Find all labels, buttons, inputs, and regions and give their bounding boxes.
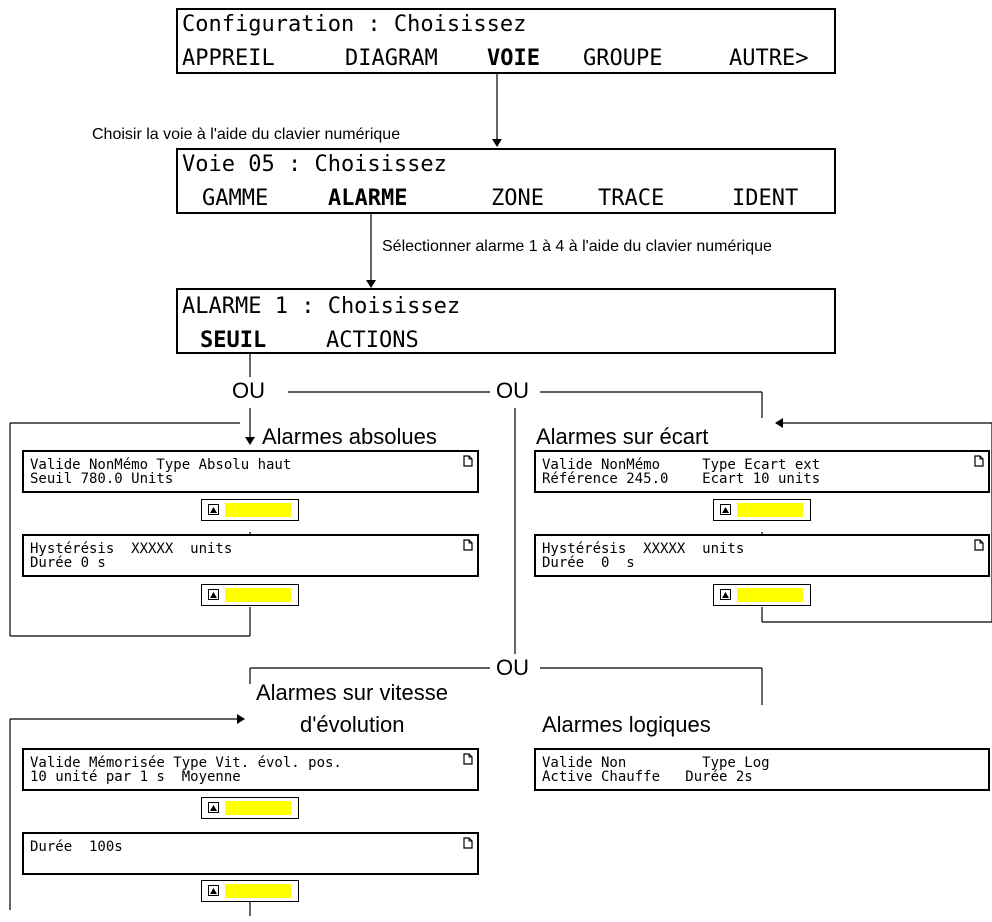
absolute-alarms-heading: Alarmes absolues xyxy=(262,424,437,449)
page-icon xyxy=(463,539,473,551)
menu-item-seuil[interactable]: SEUIL xyxy=(200,328,267,353)
up-arrow-page-icon xyxy=(208,589,219,600)
confirm-key[interactable] xyxy=(201,499,299,521)
rate-alarms-heading-line1: Alarmes sur vitesse xyxy=(256,680,448,705)
deviation-hyst-line: Hystérésis XXXXX units xyxy=(542,541,745,557)
key-highlight xyxy=(225,801,291,815)
up-arrow-page-icon xyxy=(720,504,731,515)
rate-line-2: 10 unité par 1 s Moyenne xyxy=(30,769,241,785)
absolute-duree-line: Durée 0 s xyxy=(30,555,106,571)
page-icon xyxy=(463,837,473,849)
voie-title: Voie 05 : Choisissez xyxy=(182,152,447,177)
alarm-title: ALARME 1 : Choisissez xyxy=(182,294,461,319)
confirm-key[interactable] xyxy=(713,499,811,521)
menu-item-voie[interactable]: VOIE xyxy=(487,46,540,71)
page-icon xyxy=(463,753,473,765)
confirm-key[interactable] xyxy=(201,584,299,606)
logic-screen-1: Valide Non Type Log Active Chauffe Durée… xyxy=(534,748,990,791)
confirm-key[interactable] xyxy=(713,584,811,606)
menu-item-gamme[interactable]: GAMME xyxy=(202,186,269,211)
deviation-line-1: Valide NonMémo Type Ecart ext xyxy=(542,457,821,473)
confirm-key[interactable] xyxy=(201,797,299,819)
confirm-key[interactable] xyxy=(201,880,299,902)
page-icon xyxy=(463,455,473,467)
absolute-screen-2: Hystérésis XXXXX units Durée 0 s xyxy=(22,534,479,577)
logic-line-2: Active Chauffe Durée 2s xyxy=(542,769,753,785)
up-arrow-page-icon xyxy=(720,589,731,600)
rate-screen-1: Valide Mémorisée Type Vit. évol. pos. 10… xyxy=(22,748,479,791)
hint-channel: Choisir la voie à l'aide du clavier numé… xyxy=(92,126,401,143)
voie-screen: Voie 05 : Choisissez GAMME ALARME ZONE T… xyxy=(176,148,836,214)
menu-item-trace[interactable]: TRACE xyxy=(598,186,665,211)
menu-item-alarme[interactable]: ALARME xyxy=(328,186,408,211)
hint-alarm: Sélectionner alarme 1 à 4 à l'aide du cl… xyxy=(382,238,772,255)
rate-alarms-heading-line2: d'évolution xyxy=(300,712,405,737)
menu-item-autre[interactable]: AUTRE> xyxy=(729,46,809,71)
key-highlight xyxy=(737,503,803,517)
or-label-left: OU xyxy=(232,378,265,403)
alarm-screen: ALARME 1 : Choisissez SEUIL ACTIONS xyxy=(176,288,836,354)
deviation-line-2: Référence 245.0 Ecart 10 units xyxy=(542,471,821,487)
key-highlight xyxy=(225,884,291,898)
menu-item-zone[interactable]: ZONE xyxy=(491,186,544,211)
deviation-screen-1: Valide NonMémo Type Ecart ext Référence … xyxy=(534,450,990,493)
menu-item-groupe[interactable]: GROUPE xyxy=(583,46,663,71)
logic-line-1: Valide Non Type Log xyxy=(542,755,770,771)
up-arrow-page-icon xyxy=(208,802,219,813)
rate-screen-2: Durée 100s xyxy=(22,832,479,875)
absolute-screen-1: Valide NonMémo Type Absolu haut Seuil 78… xyxy=(22,450,479,493)
deviation-duree-line: Durée 0 s xyxy=(542,555,635,571)
page-icon xyxy=(974,539,984,551)
config-screen: Configuration : Choisissez APPREIL DIAGR… xyxy=(176,8,836,74)
menu-item-diagram[interactable]: DIAGRAM xyxy=(345,46,438,71)
logic-alarms-heading: Alarmes logiques xyxy=(542,712,711,737)
or-label-middle: OU xyxy=(496,378,529,403)
menu-item-ident[interactable]: IDENT xyxy=(732,186,799,211)
key-highlight xyxy=(225,503,291,517)
absolute-hyst-line: Hystérésis XXXXX units xyxy=(30,541,233,557)
key-highlight xyxy=(225,588,291,602)
absolute-line-1: Valide NonMémo Type Absolu haut xyxy=(30,457,292,473)
key-highlight xyxy=(737,588,803,602)
deviation-screen-2: Hystérésis XXXXX units Durée 0 s xyxy=(534,534,990,577)
deviation-alarms-heading: Alarmes sur écart xyxy=(536,424,709,449)
or-label-lower: OU xyxy=(496,655,529,680)
rate-duree-line: Durée 100s xyxy=(30,839,123,855)
rate-line-1: Valide Mémorisée Type Vit. évol. pos. xyxy=(30,755,342,771)
config-title: Configuration : Choisissez xyxy=(182,12,527,37)
up-arrow-page-icon xyxy=(208,504,219,515)
absolute-line-2: Seuil 780.0 Units xyxy=(30,471,174,487)
menu-item-appreil[interactable]: APPREIL xyxy=(182,46,275,71)
menu-item-actions[interactable]: ACTIONS xyxy=(326,328,419,353)
page-icon xyxy=(974,455,984,467)
up-arrow-page-icon xyxy=(208,885,219,896)
